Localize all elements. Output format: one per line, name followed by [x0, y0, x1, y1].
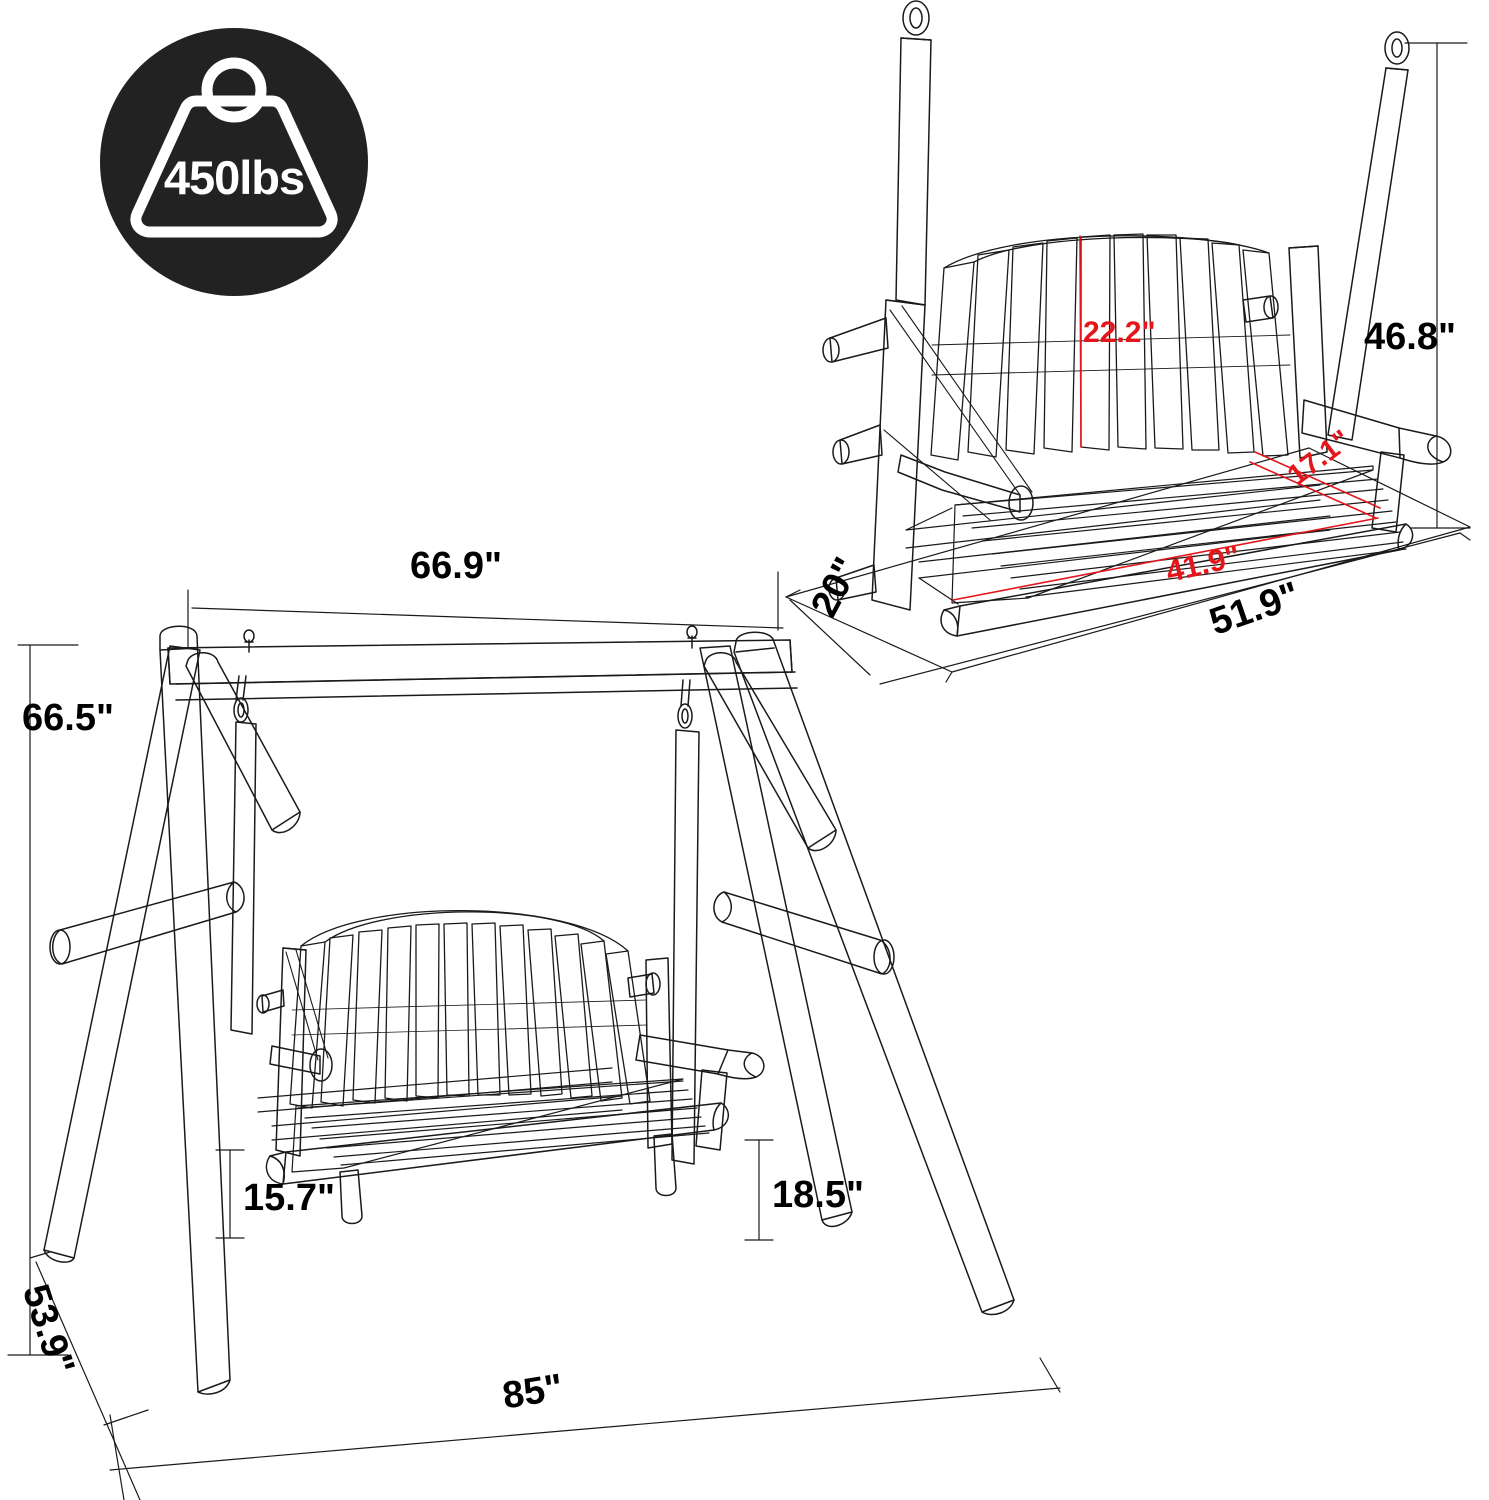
dim-seat-front-height: 15.7" — [243, 1177, 335, 1219]
swing-rear-brace — [285, 949, 329, 1061]
bench-lower-stretchers — [905, 484, 1331, 605]
weight-capacity-value: 450lbs — [164, 151, 304, 204]
stand-right-front-leg — [733, 631, 1015, 1316]
stand-right-rear-leg — [699, 645, 853, 1228]
swing-left-armrest — [269, 1045, 333, 1082]
bench-width-dimension-line — [879, 532, 1471, 685]
stand-right-cross-log — [713, 891, 895, 975]
dim-seat-rear-height: 18.5" — [772, 1174, 864, 1216]
swing-seat-slats — [291, 1078, 710, 1173]
stand-top-beam — [167, 639, 798, 701]
stand-eyebolt-right — [686, 625, 698, 649]
dim-bench-back-height: 22.2" — [1083, 316, 1156, 349]
bench-left-side-frame — [897, 454, 1034, 521]
bench-front-rail — [940, 523, 1414, 637]
swing-seat-legs — [339, 1133, 677, 1225]
swing-backrest-top-arc — [300, 909, 629, 952]
swing-right-armrest — [635, 1034, 765, 1080]
bench-back-height-measure-line — [1079, 235, 1082, 448]
stand-top-width-dimension-line — [187, 571, 784, 649]
stand-base-width-dimension-line — [109, 1357, 1061, 1500]
bench-right-arm-post — [1242, 245, 1328, 459]
seat-front-height-dimension-line — [215, 1149, 245, 1239]
bench-left-post — [822, 299, 926, 611]
bench-backrest-top-arc — [943, 235, 1270, 269]
dim-stand-base-width: 85" — [499, 1366, 566, 1418]
swing-front-rail — [265, 1102, 730, 1185]
bench-height-dimension-line — [1404, 42, 1471, 529]
bench-seat-width-measure-line — [952, 517, 1379, 601]
stand-right-brace — [703, 652, 837, 852]
swing-left-post — [256, 947, 307, 1157]
bench-right-armrest — [1301, 399, 1452, 465]
swing-lower-stretchers — [257, 1067, 623, 1141]
seat-rear-height-dimension-line — [744, 1139, 774, 1241]
stand-left-brace — [185, 652, 301, 834]
bench-seat-depth-measure-line — [1249, 451, 1381, 519]
weight-icon: 450lbs — [130, 57, 338, 238]
bench-rear-braces — [883, 305, 1033, 521]
stand-height-dimension-line — [7, 644, 79, 1356]
stand-eyebolt-left — [243, 629, 255, 653]
dim-bench-total-height: 46.8" — [1364, 316, 1456, 358]
weight-capacity-badge: 450lbs — [100, 28, 368, 296]
bench-depth-dimension-line — [785, 589, 953, 683]
bench-right-strap — [1327, 31, 1410, 441]
swing-right-strap — [671, 679, 700, 1165]
stand-left-cross-log — [49, 881, 245, 965]
stand-left-front-leg — [159, 625, 231, 1395]
dim-stand-top-width: 66.9" — [410, 545, 502, 587]
swing-right-arm-support — [695, 1069, 728, 1151]
dim-stand-height: 66.5" — [22, 697, 114, 739]
swing-backrest-slats — [289, 922, 651, 1109]
swing-left-strap — [230, 675, 257, 1035]
